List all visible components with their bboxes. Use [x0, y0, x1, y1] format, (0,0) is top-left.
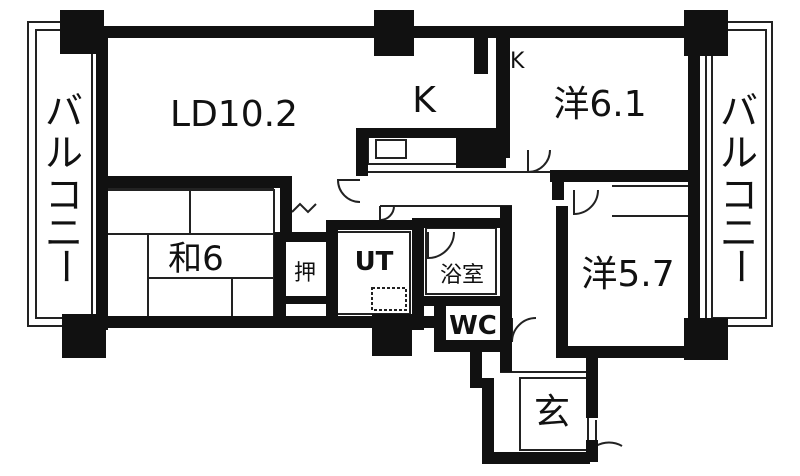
closet-mark-kitchen: K — [510, 49, 525, 74]
columns — [60, 10, 728, 360]
room-label-japanese: 和6 — [168, 239, 224, 279]
balcony-left-char: ー — [43, 247, 87, 285]
balcony-left-char: ル — [45, 131, 83, 175]
room-label-western-b: 洋5.7 — [581, 254, 674, 295]
room-label-toilet: WC — [449, 311, 497, 341]
balcony-left-char: バ — [45, 89, 83, 133]
door-swings — [291, 149, 623, 448]
balcony-right-char: ニ — [720, 211, 758, 255]
room-label-closet: 押 — [294, 261, 316, 286]
room-label-utility: UT — [355, 247, 394, 277]
balcony-left-char: ニ — [45, 211, 83, 255]
balcony-right-char: ー — [718, 247, 762, 285]
walls — [62, 26, 724, 464]
room-label-kitchen: K — [412, 80, 437, 121]
balcony-label-right: バ ル コ ニ ー — [718, 89, 762, 285]
balcony-left-char: コ — [45, 173, 83, 217]
balcony-right-char: バ — [720, 89, 758, 133]
balcony-right-char: コ — [720, 173, 758, 217]
room-label-western-a: 洋6.1 — [553, 84, 646, 125]
balcony-right — [705, 21, 773, 327]
balcony-right-char: ル — [720, 131, 758, 175]
room-label-bath: 浴室 — [440, 263, 484, 288]
room-label-entrance: 玄 — [534, 392, 570, 433]
balcony-label-left: バ ル コ ニ ー — [43, 89, 87, 285]
room-label-ld: LD10.2 — [170, 94, 298, 135]
